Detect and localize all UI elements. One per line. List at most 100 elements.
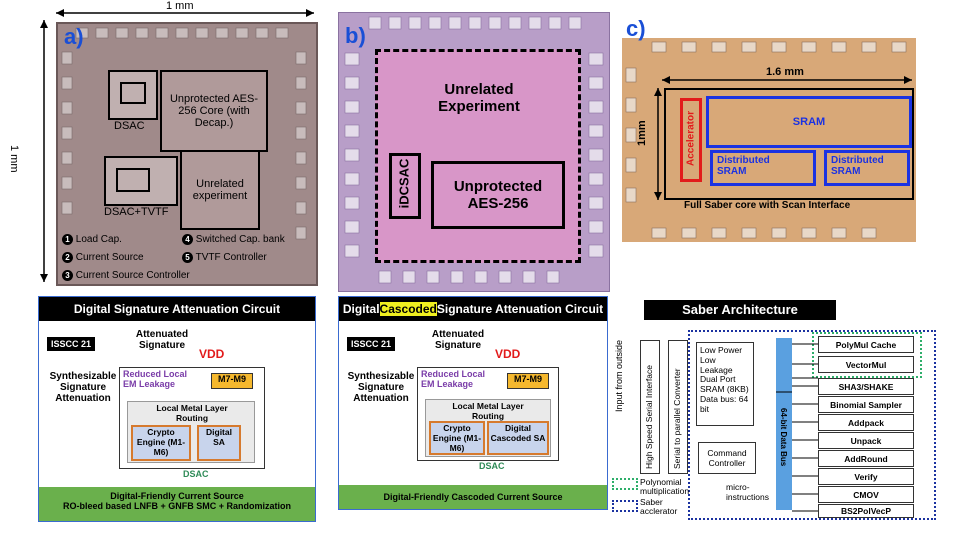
legend-text: Load Cap. [75, 234, 122, 245]
attenuated-e: Attenuated Signature [431, 329, 485, 351]
aes-block-a: Unprotected AES-256 Core (with Decap.) [160, 70, 268, 152]
m7-d: M7-M9 [211, 373, 253, 389]
crypto-label-d: Crypto Engine (M1-M6) [136, 427, 186, 457]
unit-cmov: CMOV [818, 486, 914, 503]
accelerator-label: Accelerator [685, 110, 697, 167]
attenuated-d: Attenuated Signature [135, 329, 189, 351]
width-label: 1 mm [166, 0, 194, 12]
saber-arrows [776, 343, 818, 512]
sa-label-e: Digital Cascoded SA [490, 423, 546, 443]
pads-a [61, 27, 307, 240]
micro-label: micro-instructions [726, 482, 769, 502]
dsac-e: DSAC [479, 461, 505, 471]
cmd-label: Command Controller [707, 448, 747, 468]
idcsac-label: iDCSAC [396, 158, 412, 209]
legend-item-4: 4 Switched Cap. bank [182, 234, 285, 245]
panel-a: 1 mm 1 mm a) Unprotected AES-256 Core (w… [0, 0, 330, 290]
width-label-c: 1.6 mm [766, 66, 804, 78]
title-e-post: Signature Attenuation Circuit [436, 302, 604, 316]
unit-addround: AddRound [818, 450, 914, 467]
panel-c-letter: c) [626, 16, 646, 41]
aes-box-b: Unprotected AES-256 [431, 161, 565, 229]
s2p-box: Serial to parallel Converter [668, 340, 688, 474]
legend-poly: Polynomial multiplication [640, 477, 690, 497]
m7-e: M7-M9 [507, 373, 549, 389]
sram-saber: Low Power Low Leakage Dual Port SRAM (8K… [696, 342, 754, 426]
legend-item-5: 5 TVTF Controller [182, 252, 267, 263]
synth-e: Synthesizable Signature Attenuation [347, 371, 415, 404]
data-bus: 64-bit Data Bus [776, 338, 792, 510]
dsram1-label: Distributed SRAM [717, 155, 770, 177]
unrelated-b: Unrelated Experiment [438, 81, 520, 115]
legend-saber: Saber acclerator [640, 497, 678, 517]
reduced-d: Reduced Local EM Leakage [123, 369, 188, 389]
aes-block-a-label: Unprotected AES-256 Core (with Decap.) [169, 93, 259, 129]
legend-text: Current Source [75, 252, 144, 263]
footer-d-2: RO-bleed based LNFB + GNFB SMC + Randomi… [62, 501, 292, 511]
panel-c: c) 1.6 mm 1mm Accelerator SRAM Distribut… [622, 16, 916, 242]
legend-text: TVTF Controller [195, 252, 267, 263]
routing-d: Local Metal Layer Routing [156, 403, 228, 423]
dsac-label: DSAC [114, 120, 145, 132]
panel-b: b) Unrelated Experiment iDCSAC Unprotect… [338, 12, 610, 292]
unit-verify: Verify [818, 468, 914, 485]
routing-e: Local Metal Layer Routing [452, 401, 524, 421]
height-label-c: 1mm [636, 120, 648, 146]
panel-a-letter: a) [64, 24, 84, 49]
legend-item-1: 1 Load Cap. [62, 234, 122, 245]
legend-num: 3 [62, 270, 73, 281]
title-d: Digital Signature Attenuation Circuit [39, 297, 315, 321]
sram-label: SRAM [792, 116, 826, 128]
legend-num: 5 [182, 252, 193, 263]
unit-addpack: Addpack [818, 414, 914, 431]
sram-box: SRAM [706, 96, 912, 148]
vdd-d: VDD [199, 347, 225, 361]
pads-c [625, 41, 912, 239]
dsac-tvtf-inner [116, 168, 150, 192]
legend-num: 2 [62, 252, 73, 263]
title-e-pre: Digital [342, 302, 380, 316]
unit-binomial: Binomial Sampler [818, 396, 914, 413]
dsram2-box: Distributed SRAM [824, 150, 910, 186]
unit-unpack: Unpack [818, 432, 914, 449]
accelerator-box: Accelerator [680, 98, 702, 182]
synth-d: Synthesizable Signature Attenuation [49, 371, 117, 404]
legend-text: Switched Cap. bank [195, 234, 285, 245]
legend-a: 1 Load Cap. 2 Current Source 3 Current S… [62, 234, 322, 288]
unit-polymul-cache: PolyMul Cache [818, 336, 914, 353]
crypto-box-d: Crypto Engine (M1-M6) [131, 425, 191, 461]
height-label: 1 mm [8, 145, 20, 173]
legend-text: Current Source Controller [75, 270, 190, 281]
footer-d: Digital-Friendly Current Source RO-bleed… [39, 487, 315, 521]
reduced-e: Reduced Local EM Leakage [421, 369, 486, 389]
saber-outer [688, 330, 936, 520]
legend-item-3: 3 Current Source Controller [62, 270, 190, 281]
idcsac-box: iDCSAC [389, 153, 421, 219]
footer-d-1: Digital-Friendly Current Source [110, 491, 244, 501]
unit-vectormul: VectorMul [818, 356, 914, 373]
unrelated-block-a: Unrelated experiment [180, 150, 260, 230]
dimension-arrows [40, 9, 314, 282]
isscc-d: ISSCC 21 [47, 337, 96, 351]
saber-title: Saber Architecture [644, 300, 836, 320]
unit-bs2polvecp: BS2PolVecP [818, 504, 914, 518]
dsac-inner [120, 82, 146, 104]
dsram2-label: Distributed SRAM [831, 155, 884, 177]
sa-box-e: Digital Cascoded SA [487, 421, 549, 455]
sram-saber-label: Low Power Low Leakage Dual Port SRAM (8K… [700, 345, 749, 414]
aes-b-label: Unprotected AES-256 [453, 178, 543, 212]
unit-sha3: SHA3/SHAKE [818, 378, 914, 395]
diagram-e: Digital Cascoded Signature Attenuation C… [338, 296, 608, 510]
cmd-box: Command Controller [698, 442, 756, 474]
legend-poly-swatch [612, 478, 638, 490]
legend-num: 1 [62, 234, 73, 245]
panel-b-letter: b) [345, 23, 366, 48]
sa-label-d: Digital SA [206, 427, 232, 447]
dsac-tvtf-cluster [104, 156, 178, 206]
dsac-tvtf-label: DSAC+TVTF [104, 206, 169, 218]
unrelated-block-a-label: Unrelated experiment [192, 178, 248, 202]
footer-e: Digital-Friendly Cascoded Current Source [339, 485, 607, 509]
dsac-cluster [108, 70, 158, 120]
hssi-box: High Speed Serial Interface [640, 340, 660, 474]
isscc-e: ISSCC 21 [347, 337, 396, 351]
